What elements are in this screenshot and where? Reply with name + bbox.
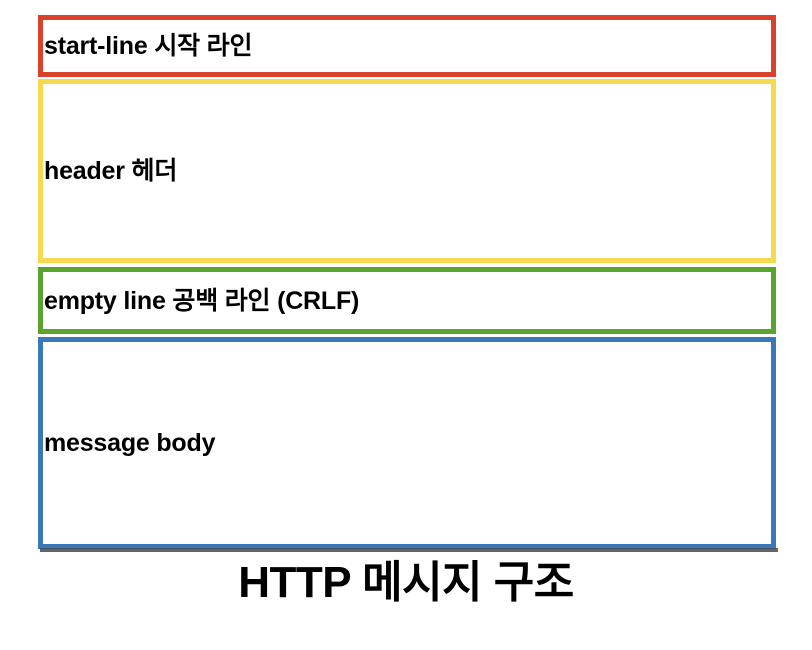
diagram-box-message-body: message body <box>38 337 776 549</box>
diagram-box-header: header 헤더 <box>38 79 776 263</box>
figure-title: HTTP 메시지 구조 <box>238 558 574 607</box>
diagram-box-start-line-label: start-line 시작 라인 <box>44 32 253 60</box>
diagram-box-header-label: header 헤더 <box>44 157 178 185</box>
diagram-box-start-line: start-line 시작 라인 <box>38 15 776 77</box>
diagram-box-message-body-label: message body <box>44 429 216 457</box>
diagram-box-shadow <box>40 548 778 552</box>
diagram-box-empty-line-label: empty line 공백 라인 (CRLF) <box>44 286 360 315</box>
diagram-box-empty-line: empty line 공백 라인 (CRLF) <box>38 267 776 334</box>
